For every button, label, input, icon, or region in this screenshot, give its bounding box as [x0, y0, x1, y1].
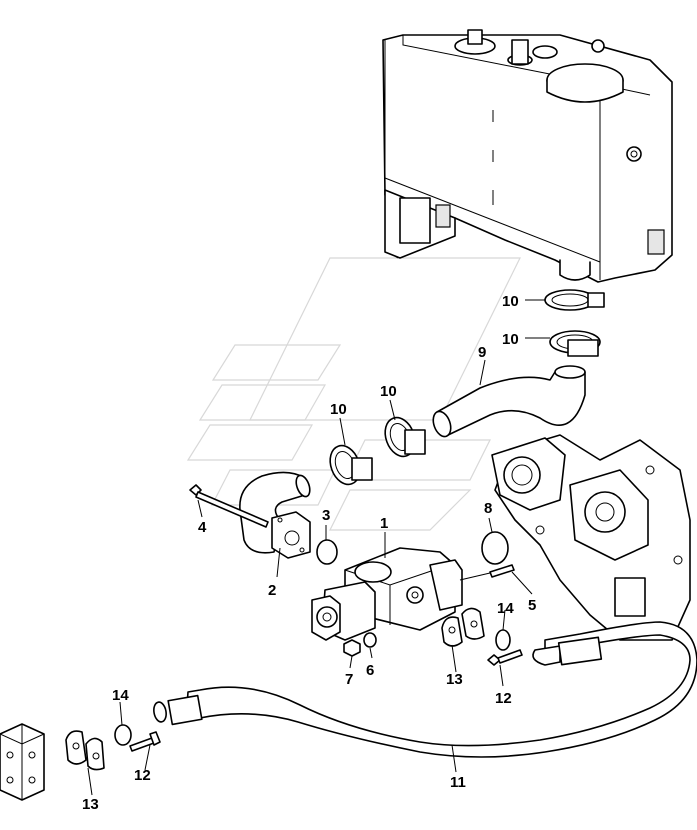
gear-pump: [311, 547, 463, 641]
flange-o-ring-pump: [495, 629, 511, 651]
hose-clamp-upper-1: [544, 289, 605, 311]
hose-clamp-mid-2: [329, 444, 373, 486]
callout-14b: 14: [112, 687, 129, 704]
callout-7: 7: [345, 671, 353, 688]
connection-block: [0, 723, 45, 801]
callout-10b: 10: [502, 331, 519, 348]
callout-12a: 12: [495, 690, 512, 707]
pressure-hose: [153, 621, 697, 758]
callout-8: 8: [484, 500, 492, 517]
split-flange-pump: [441, 607, 485, 647]
callout-13a: 13: [446, 671, 463, 688]
callout-11: 11: [450, 774, 466, 791]
stud: [459, 564, 515, 581]
elbow-flange: [239, 471, 311, 559]
callout-5: 5: [528, 597, 536, 614]
callout-10c: 10: [380, 383, 397, 400]
callout-4: 4: [198, 519, 207, 536]
flywheel-housing: [491, 434, 691, 641]
o-ring: [316, 539, 338, 565]
hose-clamp-upper-2: [549, 330, 601, 357]
callout-labels: 1 2 3 4 5 6 7 8 9 10 10 10 10 11 12 12 1…: [82, 293, 536, 813]
callout-1: 1: [380, 515, 388, 532]
split-flange-block: [65, 730, 105, 771]
callout-10a: 10: [502, 293, 519, 310]
leader-lines: [87, 299, 550, 796]
flange-o-ring-block: [114, 724, 132, 746]
flange-bolt-pump: [487, 649, 523, 666]
bolt: [189, 484, 269, 528]
callout-10d: 10: [330, 401, 347, 418]
callout-6: 6: [366, 662, 374, 679]
callout-2: 2: [268, 582, 276, 599]
washer: [363, 632, 377, 648]
callout-12b: 12: [134, 767, 151, 784]
flange-bolt-block: [129, 731, 161, 752]
callout-14a: 14: [497, 600, 514, 617]
callout-13b: 13: [82, 796, 99, 813]
hose-clamp-mid-1: [384, 416, 426, 458]
callout-9: 9: [478, 344, 486, 361]
nut: [343, 639, 361, 657]
hydraulic-tank: [382, 29, 673, 283]
callout-3: 3: [322, 507, 330, 524]
port-o-ring: [481, 531, 509, 565]
suction-hose: [432, 365, 586, 438]
